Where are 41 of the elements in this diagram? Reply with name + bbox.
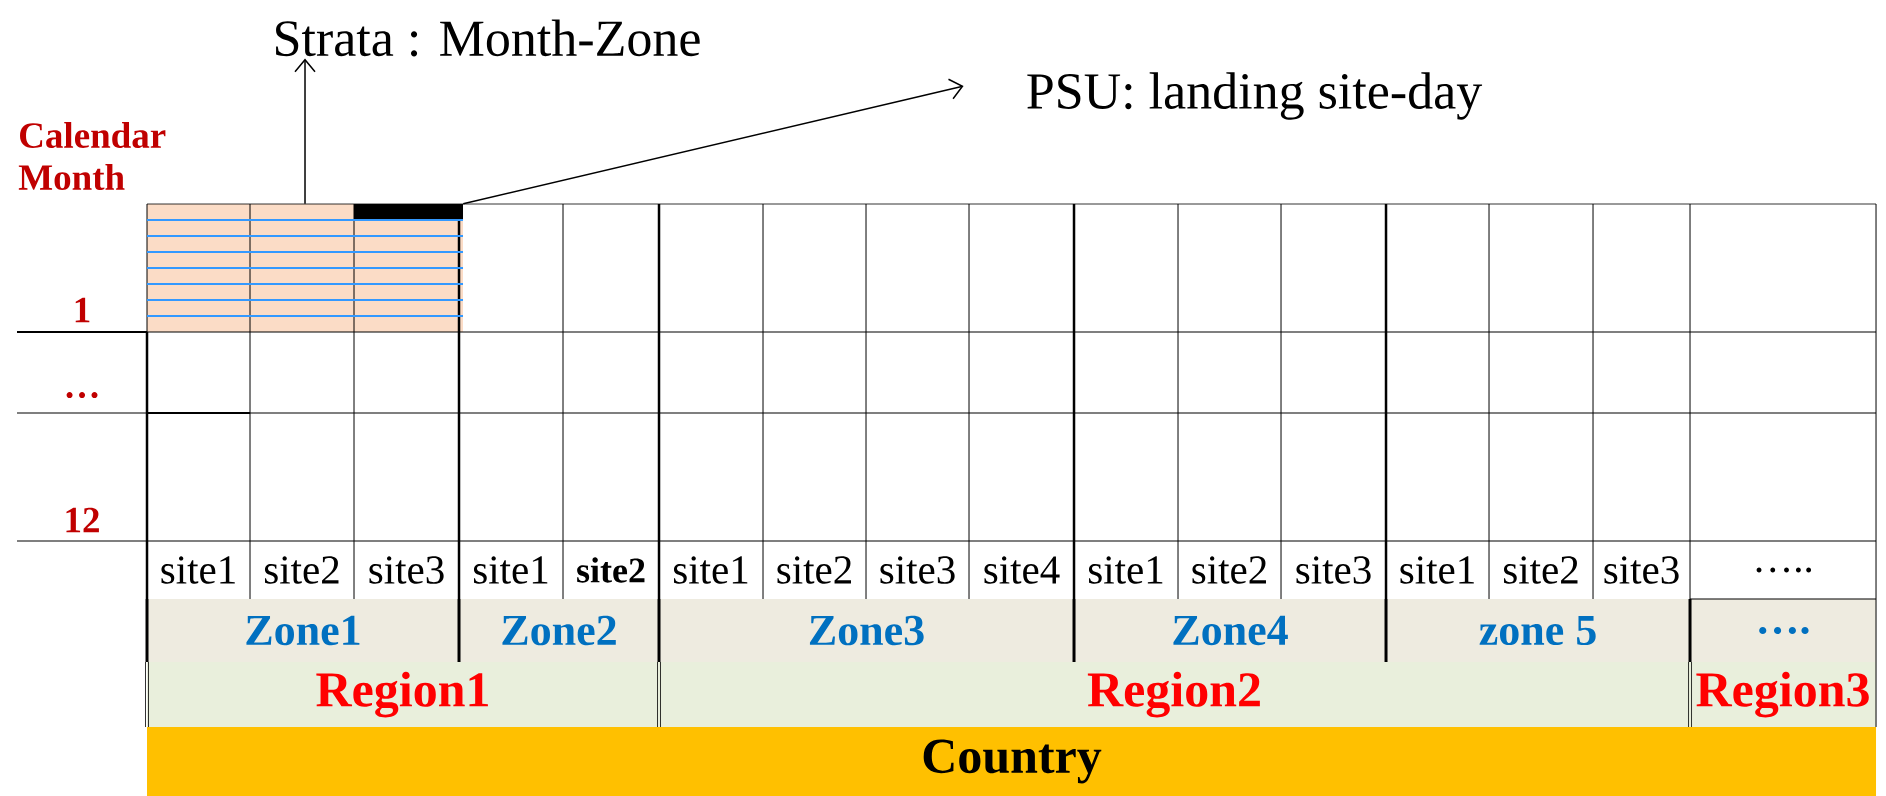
arrow bbox=[294, 58, 316, 205]
region-band: Region3 bbox=[1690, 662, 1876, 727]
site-label: site3 bbox=[1604, 556, 1679, 584]
region-band: Region1 bbox=[147, 662, 659, 727]
site-label: site2 bbox=[264, 556, 339, 584]
country-band: Country bbox=[147, 727, 1876, 796]
site-label: site1 bbox=[473, 556, 548, 584]
callout-text: PSU: landing site-day bbox=[1027, 72, 1483, 120]
site-label: site1 bbox=[673, 556, 748, 584]
site-label: site2 bbox=[777, 556, 851, 584]
node-label: Region3 bbox=[1696, 671, 1869, 718]
zone-band: Zone1 bbox=[147, 599, 459, 662]
site-label: site3 bbox=[1296, 556, 1371, 584]
callout-text: Strata : Month-Zone bbox=[276, 19, 700, 57]
node-label: Zone1 bbox=[246, 615, 360, 646]
axis-title: Calendar Month bbox=[18, 122, 166, 190]
month-label: … bbox=[66, 392, 98, 398]
zone-band: …. bbox=[1690, 599, 1876, 662]
site-label: site1 bbox=[1089, 556, 1163, 584]
node-label: …. bbox=[1759, 626, 1809, 635]
site-label: site1 bbox=[1400, 556, 1474, 584]
site-label: site2 bbox=[577, 557, 645, 583]
zone-band: Zone2 bbox=[459, 599, 659, 662]
site-label: ….. bbox=[1756, 567, 1812, 573]
node-label: Zone3 bbox=[809, 615, 924, 646]
node-label: Region1 bbox=[316, 671, 488, 718]
arrow bbox=[462, 78, 964, 205]
site-label: site3 bbox=[369, 556, 444, 584]
site-label: site3 bbox=[880, 556, 955, 584]
site-label: site2 bbox=[1504, 556, 1578, 584]
node-label: Zone4 bbox=[1173, 615, 1288, 646]
month-label: 12 bbox=[66, 507, 99, 533]
node-label: Zone2 bbox=[502, 615, 616, 646]
zone-band: Zone4 bbox=[1074, 599, 1386, 662]
zone-band: zone 5 bbox=[1386, 599, 1690, 662]
site-label: site1 bbox=[161, 556, 235, 584]
node-label: zone 5 bbox=[1479, 615, 1596, 646]
node-label: Region2 bbox=[1087, 671, 1260, 718]
month-label: 1 bbox=[75, 297, 90, 323]
site-label: site4 bbox=[984, 556, 1060, 584]
site-label: site2 bbox=[1192, 556, 1266, 584]
